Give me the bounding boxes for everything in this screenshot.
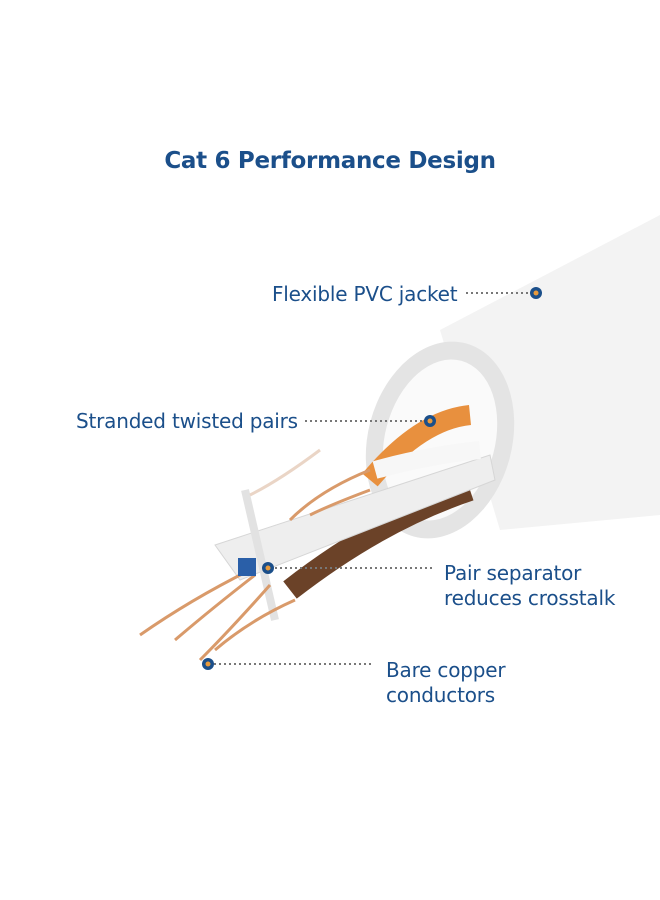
- label-separator-line2: reduces crosstalk: [444, 586, 616, 610]
- label-jacket: Flexible PVC jacket: [272, 282, 458, 306]
- page-title: Cat 6 Performance Design: [164, 148, 496, 174]
- label-copper: Bare copper conductors: [386, 658, 506, 708]
- label-separator: Pair separator reduces crosstalk: [444, 561, 615, 611]
- label-separator-line1: Pair separator: [444, 561, 582, 585]
- label-copper-line1: Bare copper: [386, 658, 506, 682]
- label-copper-line2: conductors: [386, 683, 495, 707]
- callout-markers: [202, 287, 542, 670]
- label-pairs: Stranded twisted pairs: [76, 409, 298, 433]
